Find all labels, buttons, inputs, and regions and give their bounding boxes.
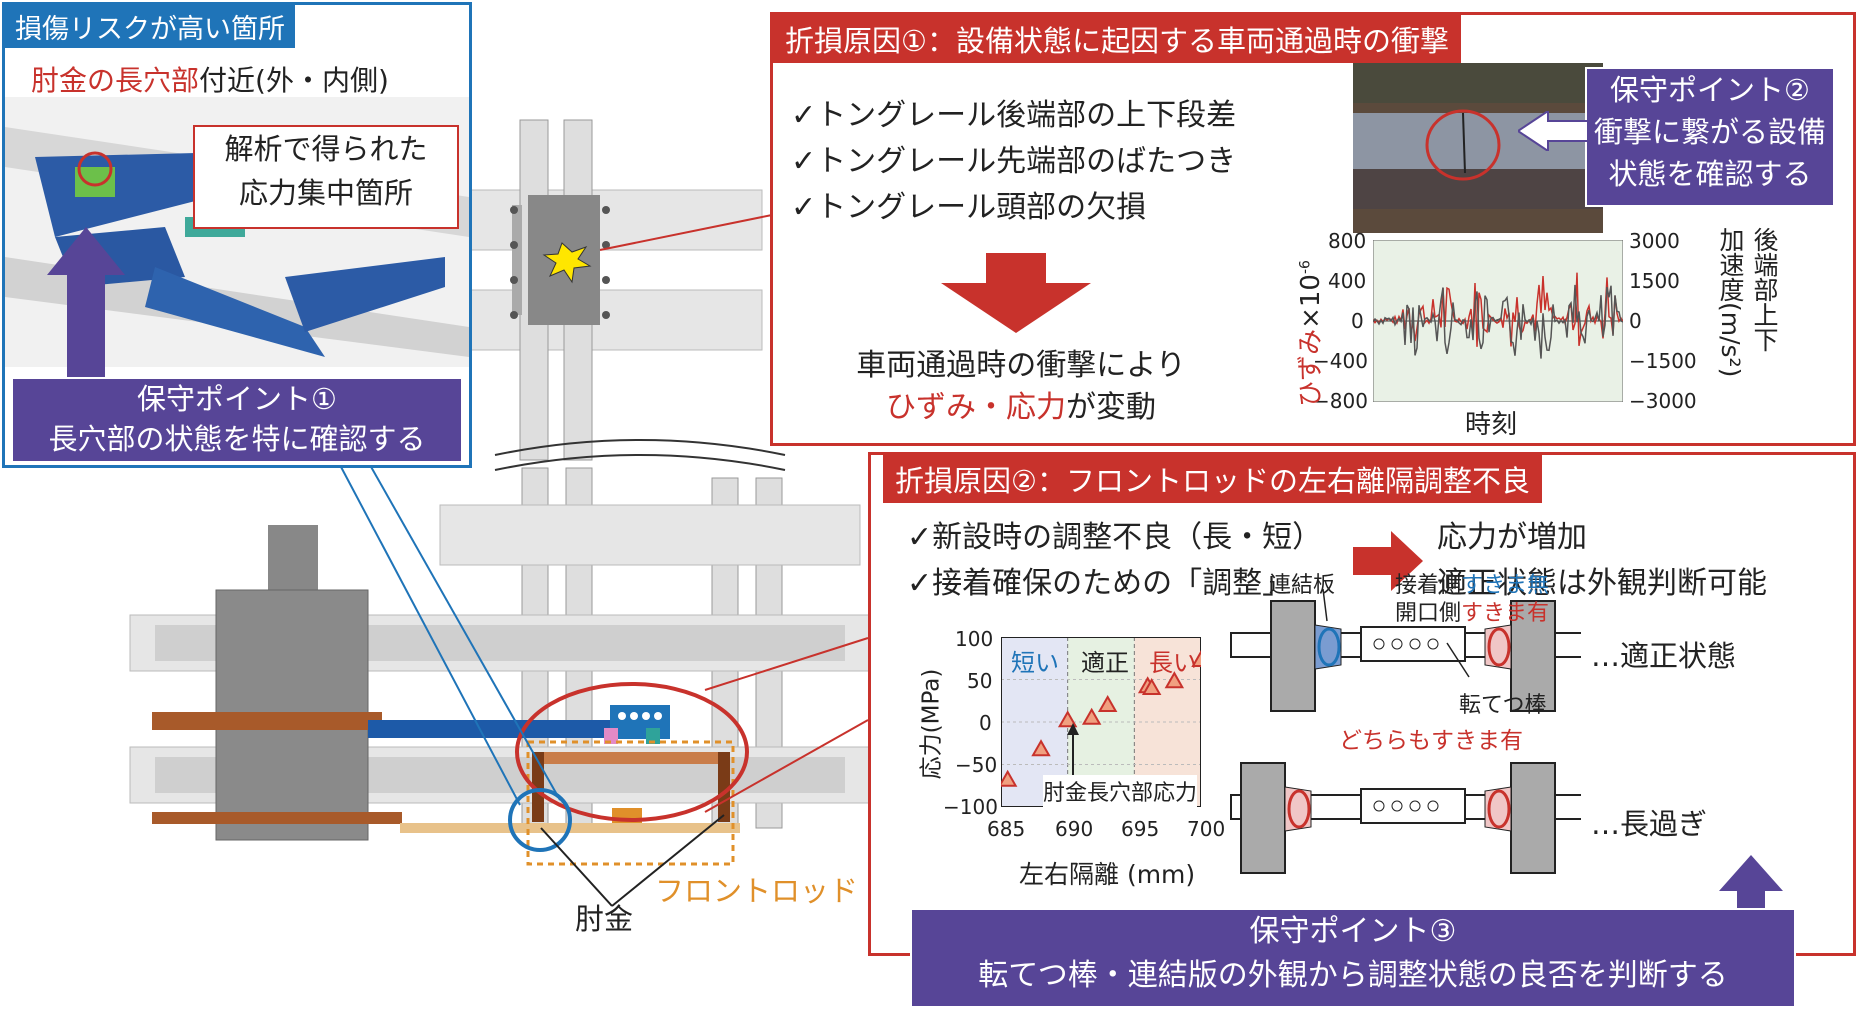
scatter-point-0 — [1001, 769, 1018, 787]
strain-y2-tick-3: 0 — [1629, 309, 1642, 333]
strain-y-tick-2: 400 — [1328, 269, 1367, 293]
cause1-checklist: ✓トングレール後端部の上下段差 ✓トングレール先端部のばたつき ✓トングレール頭… — [791, 93, 1236, 231]
strain-y-tick-4: −400 — [1313, 349, 1368, 373]
scatter-y-tick-3: 0 — [979, 711, 992, 735]
cause2-result-2: 適正状態は外観判断可能 — [1437, 566, 1767, 601]
left-arrow-icon — [1518, 111, 1588, 151]
scatter-y-tick-1: 100 — [955, 627, 994, 651]
cause2-result: 応力が増加 適正状態は外観判断可能 — [1437, 515, 1767, 607]
strain-y-tick-1: 800 — [1328, 229, 1367, 253]
maintenance-3-text: 転てつ棒・連結版の外観から調整状態の良否を判断する — [978, 958, 1728, 993]
front-rod-label: フロントロッド — [655, 874, 859, 908]
maintenance-point-3: 保守ポイント③ 転てつ棒・連結版の外観から調整状態の良否を判断する — [910, 908, 1796, 1008]
cause2-checklist: ✓新設時の調整不良（長・短） ✓接着確保のための「調整」 — [907, 515, 1322, 607]
scatter-x-tick-3: 695 — [1121, 817, 1160, 841]
right-arrow-icon — [1353, 531, 1423, 591]
maintenance-point-1: 保守ポイント① 長穴部の状態を特に確認する — [11, 377, 463, 463]
cause2-title: 折損原因②：フロントロッドの左右離隔調整不良 — [883, 455, 1542, 503]
maintenance-2-line2: 状態を確認する — [1608, 157, 1812, 191]
risk-panel: 損傷リスクが高い箇所 肘金の長穴部付近(外・内側) 解析で得られた 応力集中箇所… — [2, 2, 472, 468]
label-rod: 転てつ棒 — [1459, 693, 1547, 718]
maintenance-2-line1: 衝撃に繋がる設備 — [1593, 115, 1826, 149]
maintenance-2-title: 保守ポイント② — [1610, 73, 1810, 107]
region-label-ok: 適正 — [1081, 649, 1129, 677]
up-arrow-icon-2 — [1719, 855, 1783, 909]
impact-star — [542, 242, 592, 284]
strain-y2-tick-4: −1500 — [1629, 349, 1697, 373]
maintenance-3-title: 保守ポイント③ — [1249, 914, 1457, 949]
risk-panel-subtitle: 肘金の長穴部付近(外・内側) — [31, 64, 389, 97]
analysis-label-box: 解析で得られた 応力集中箇所 — [193, 125, 459, 229]
cause2-result-1: 応力が増加 — [1437, 520, 1587, 555]
strain-y2-label-line2: 加速度(m/s²) — [1716, 227, 1745, 378]
maintenance-1-title: 保守ポイント① — [137, 382, 337, 416]
cause1-panel: 折損原因①：設備状態に起因する車両通過時の衝撃 ✓トングレール後端部の上下段差 … — [770, 12, 1856, 446]
strain-x-label: 時刻 — [1465, 410, 1518, 440]
strain-y-label: ひずみ×10-6 — [1295, 260, 1326, 407]
label-both: どちらもすきま有 — [1339, 728, 1523, 754]
maintenance-point-2: 保守ポイント② 衝撃に繋がる設備 状態を確認する — [1585, 67, 1835, 207]
cause1-check-1: ✓トングレール後端部の上下段差 — [791, 98, 1237, 133]
region-label-short: 短い — [1011, 649, 1059, 677]
risk-panel-title: 損傷リスクが高い箇所 — [5, 5, 295, 48]
scatter-point-6 — [1141, 677, 1162, 695]
scatter-point-1 — [1031, 739, 1051, 757]
strain-y2-tick-5: −3000 — [1629, 389, 1697, 413]
cause1-check-2: ✓トングレール先端部のばたつき — [791, 144, 1237, 179]
scatter-y-tick-5: −100 — [943, 795, 998, 819]
cause2-panel: 折損原因②：フロントロッドの左右離隔調整不良 ✓新設時の調整不良（長・短） ✓接… — [868, 452, 1856, 956]
scatter-point-4 — [1097, 694, 1118, 712]
state-ok: …適正状態 — [1591, 639, 1737, 673]
label-contact: 接着側すきま無 — [1395, 573, 1550, 598]
gap-diagram-long — [1230, 762, 1581, 874]
scatter-point-7 — [1164, 671, 1185, 689]
gap-diagram-ok — [1230, 588, 1581, 712]
elbow-label: 肘金 — [575, 902, 634, 936]
scatter-y-tick-2: 50 — [967, 669, 993, 693]
scatter-x-tick-4: 700 — [1187, 817, 1226, 841]
scatter-x-tick-2: 690 — [1055, 817, 1094, 841]
scatter-annotation: 肘金長穴部応力 — [1043, 775, 1198, 807]
scatter-point-3 — [1081, 707, 1102, 725]
analysis-label-line1: 解析で得られた — [224, 132, 428, 166]
analysis-label-line2: 応力集中箇所 — [238, 176, 413, 210]
scatter-y-tick-4: −50 — [955, 753, 998, 777]
cause1-result: 車両通過時の衝撃により ひずみ・応力が変動 — [841, 345, 1201, 429]
strain-y2-label: 後端部上下 加速度(m/s²) — [1713, 227, 1781, 407]
scatter-x-tick-1: 685 — [987, 817, 1026, 841]
strain-y-tick-5: −800 — [1313, 389, 1368, 413]
scatter-point-8 — [1191, 649, 1201, 667]
cause1-title: 折損原因①：設備状態に起因する車両通過時の衝撃 — [773, 15, 1461, 63]
label-plate: 連結板 — [1269, 573, 1336, 598]
state-long: …長過ぎ — [1591, 807, 1708, 841]
strain-y-tick-3: 0 — [1351, 309, 1364, 333]
cause2-check-2: ✓接着確保のための「調整」 — [907, 566, 1293, 601]
label-open: 開口側すきま有 — [1395, 601, 1550, 626]
up-arrow-icon — [47, 227, 125, 377]
strain-acceleration-chart — [1373, 240, 1623, 402]
maintenance-1-text: 長穴部の状態を特に確認する — [48, 422, 426, 456]
down-arrow-icon — [941, 253, 1091, 333]
strain-y2-label-line1: 後端部上下 — [1750, 227, 1779, 352]
cause2-check-1: ✓新設時の調整不良（長・短） — [907, 520, 1323, 555]
cause1-check-3: ✓トングレール頭部の欠損 — [791, 190, 1147, 225]
annotation-arrow-icon — [1067, 723, 1079, 775]
cause1-result-line1: 車両通過時の衝撃により — [856, 348, 1186, 383]
scatter-point-2 — [1057, 710, 1078, 728]
strain-y2-tick-2: 1500 — [1629, 269, 1680, 293]
scatter-y-label: 応力(MPa) — [918, 668, 945, 780]
scatter-x-label: 左右隔離 (mm) — [1019, 860, 1196, 889]
strain-y2-tick-1: 3000 — [1629, 229, 1680, 253]
region-label-long: 長い — [1149, 649, 1197, 677]
